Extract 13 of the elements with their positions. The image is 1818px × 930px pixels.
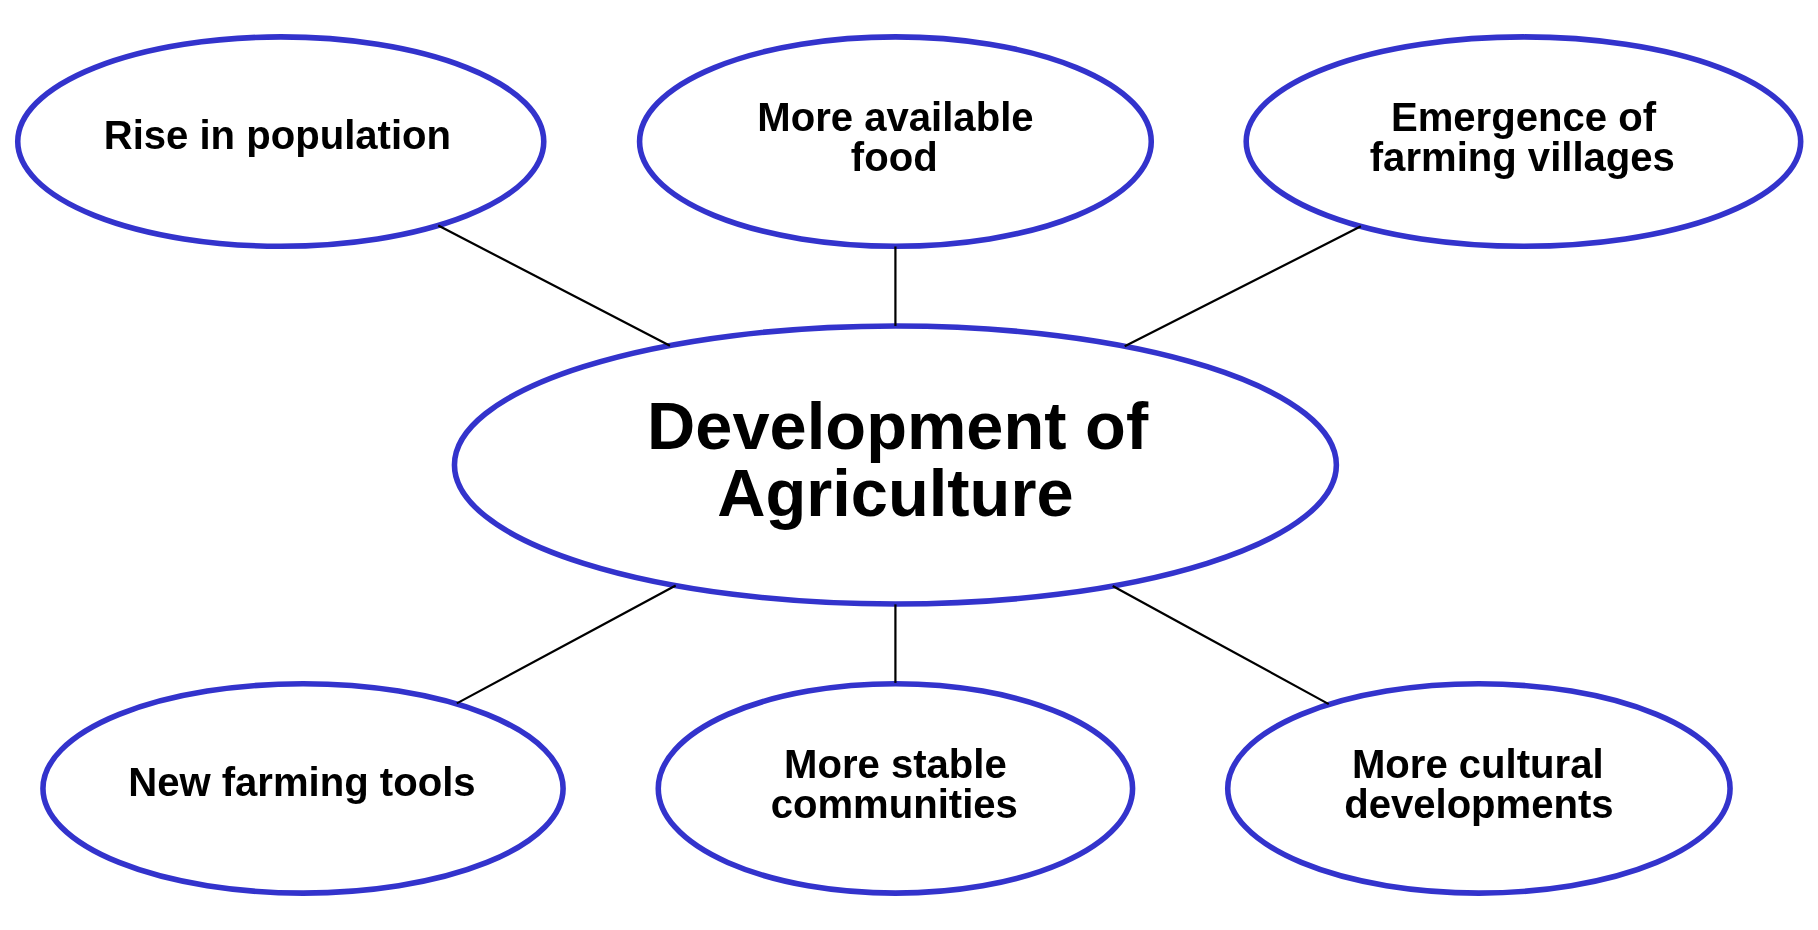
- connector: [1112, 585, 1330, 706]
- node-ellipse: New farming tools: [40, 680, 566, 896]
- node-ellipse: More available food: [636, 34, 1155, 250]
- connector: [456, 584, 677, 705]
- connector: [894, 246, 897, 326]
- connector: [1124, 225, 1362, 348]
- node-ellipse: Rise in population: [14, 34, 547, 250]
- node-ellipse: Emergence of farming villages: [1243, 34, 1804, 250]
- connector: [437, 224, 671, 347]
- node-ellipse: More stable communities: [655, 680, 1136, 896]
- node-ellipse: More cultural developments: [1224, 680, 1733, 896]
- connector: [894, 604, 897, 683]
- node-ellipse: Development of Agriculture: [451, 323, 1340, 607]
